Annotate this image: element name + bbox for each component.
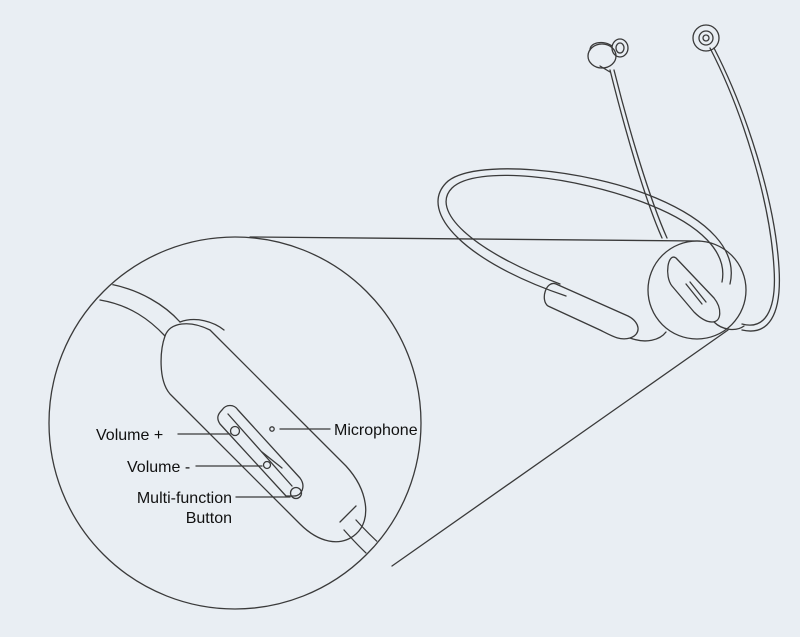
zoom-line-top [249,236,701,242]
label-multi-function: Multi-function [137,490,232,507]
neckband [437,168,745,342]
earbud-icon [692,24,720,52]
label-volume-minus: Volume - [127,459,190,476]
earbud-icon [587,38,629,73]
magnifier-circle-large [48,236,422,610]
label-button: Button [186,510,232,527]
label-volume-plus: Volume + [96,427,163,444]
neckband-pod [543,282,639,340]
leader-lines [177,428,331,498]
zoom-line-bottom [391,329,729,567]
earbud-cables [609,47,781,332]
control-pod-small [666,256,721,323]
label-microphone: Microphone [334,422,418,439]
